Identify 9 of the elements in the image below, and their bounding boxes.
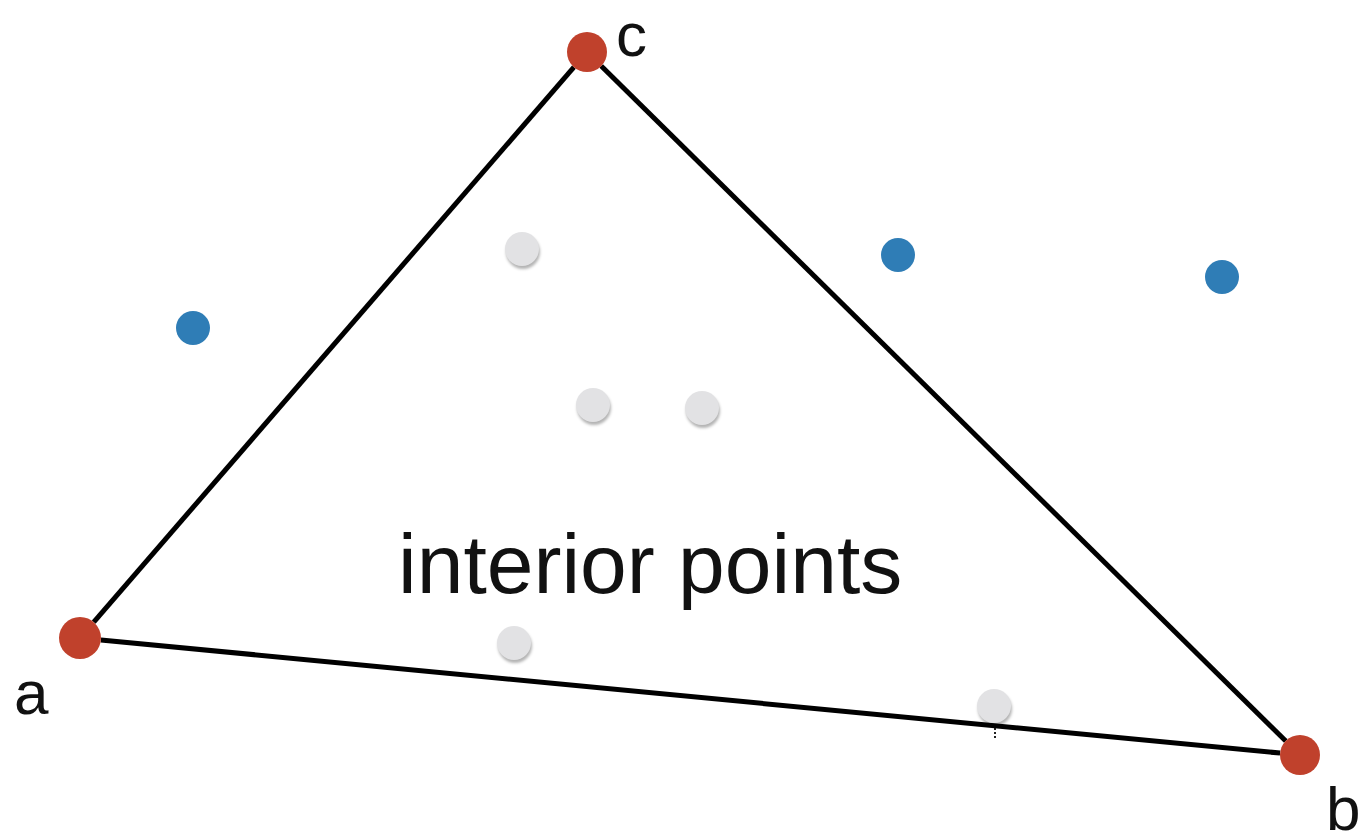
vertex-dot: [1280, 735, 1320, 775]
triangle-edge: [100, 637, 1281, 756]
vertex-dot: [567, 32, 607, 72]
vertex-label: c: [616, 4, 647, 66]
triangle-edge: [599, 64, 1288, 743]
vertex-label: b: [1326, 778, 1361, 836]
triangle-edge: [91, 65, 576, 624]
vertex-dot: [59, 617, 101, 659]
vertex-label: a: [14, 662, 49, 724]
